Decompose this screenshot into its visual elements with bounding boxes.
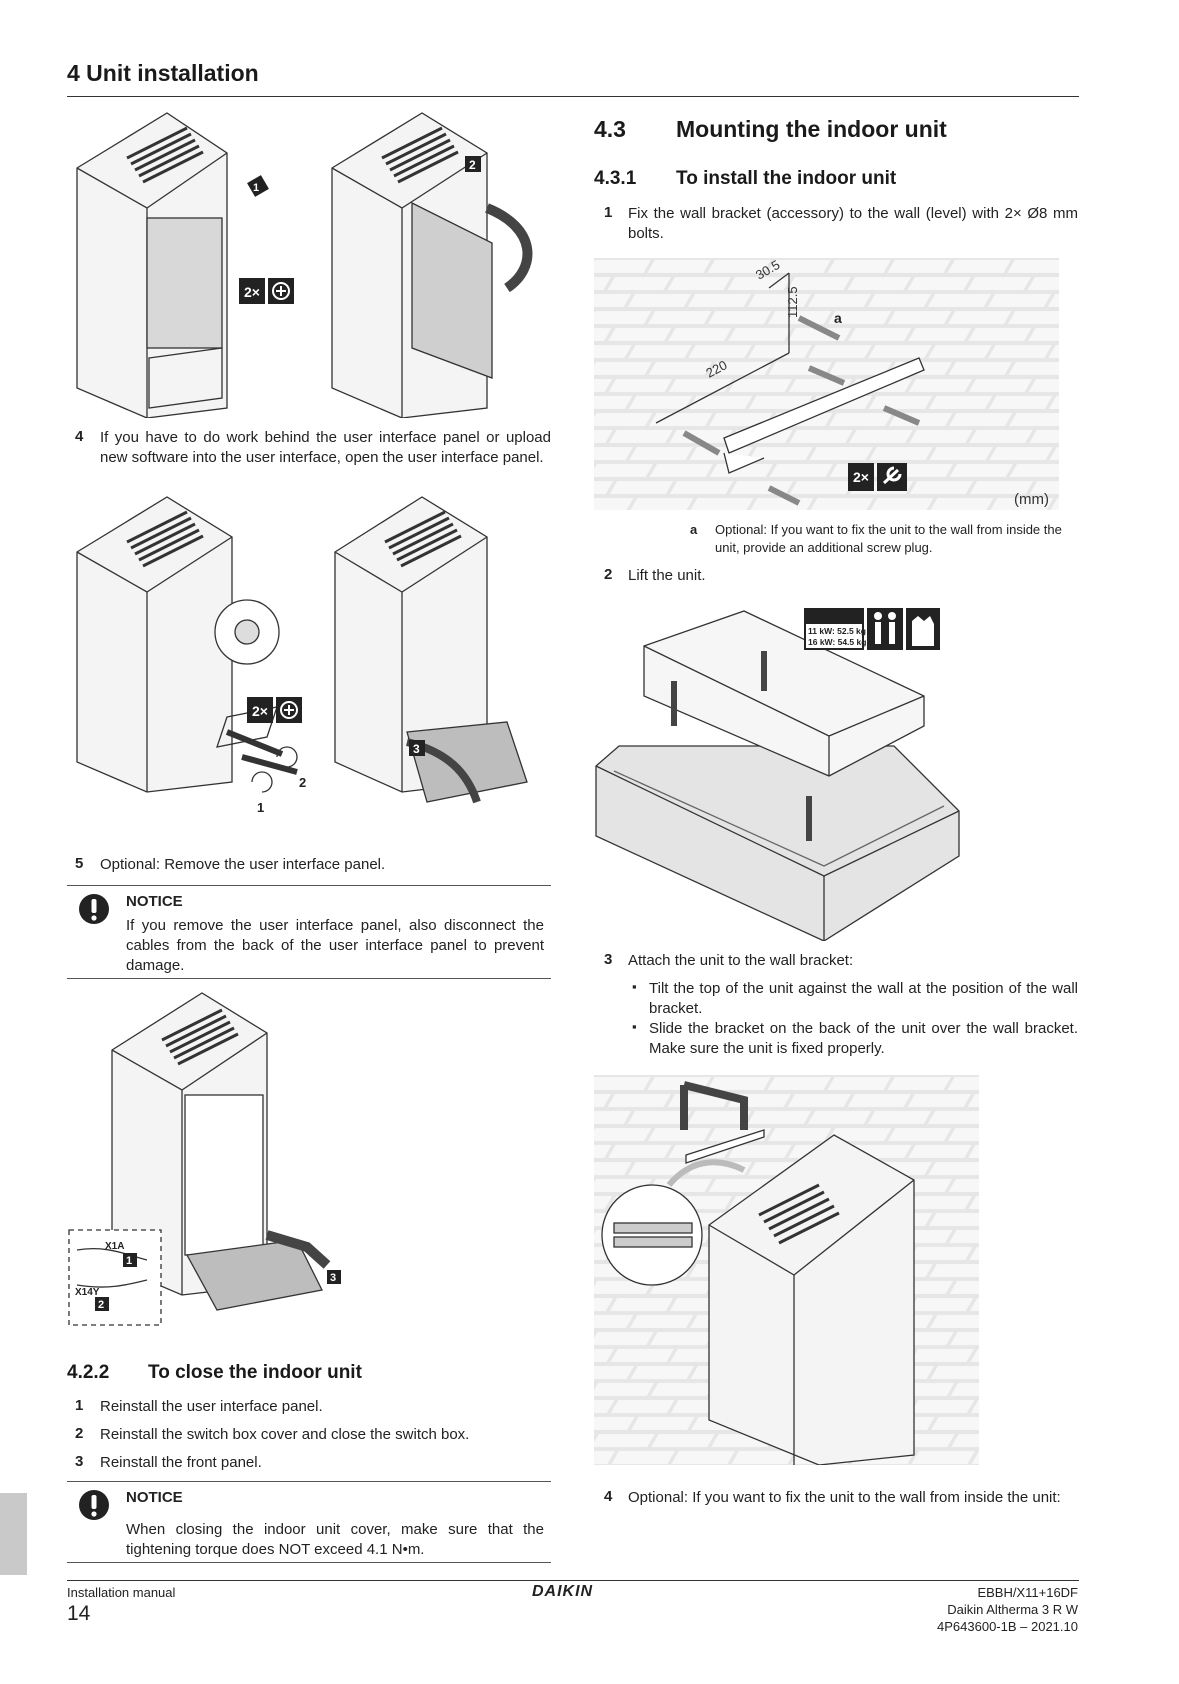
close-step-1-text: Reinstall the user interface panel.	[100, 1398, 323, 1415]
r-step-2-text: Lift the unit.	[628, 567, 706, 584]
section-4-2-2-title: To close the indoor unit	[148, 1362, 362, 1383]
fig3-marker-3: 3	[330, 1272, 336, 1284]
fig3-conn-x14y: X14Y	[75, 1287, 100, 1298]
footer-product: Daikin Altherma 3 R W	[947, 1602, 1078, 1617]
figure-lift-unit: 11 kW: 52.5 kg 16 kW: 54.5 kg	[594, 596, 964, 941]
section-4-3-number: 4.3	[594, 116, 626, 142]
section-4-3-title: Mounting the indoor unit	[676, 116, 947, 142]
bullet-marker: ▪	[632, 979, 637, 994]
footer-doc-number: 4P643600-1B – 2021.10	[937, 1619, 1078, 1634]
dim-112-5: 112.5	[785, 286, 800, 318]
step-4-text: If you have to do work behind the user i…	[100, 429, 551, 466]
notice-2-title: NOTICE	[126, 1489, 183, 1506]
figure-attach-unit	[594, 1075, 979, 1465]
footer-rule	[67, 1580, 1079, 1581]
exclamation-icon	[79, 894, 109, 924]
fig3-conn-x1a: X1A	[105, 1241, 124, 1252]
r-step-1-number: 1	[604, 204, 613, 221]
fig2-arrow-2: 2	[299, 775, 306, 790]
step-5-number: 5	[75, 855, 84, 872]
notice-1-title: NOTICE	[126, 893, 183, 910]
r-step-3-text: Attach the unit to the wall bracket:	[628, 952, 854, 969]
r-step-2-number: 2	[604, 566, 613, 583]
figure-front-panel-removal: 2× 1 2	[67, 108, 547, 418]
caption-a-letter: a	[690, 522, 698, 537]
bullet-1-text: Tilt the top of the unit against the wal…	[649, 980, 1078, 1017]
footer-brand-logo: DAIKIN	[532, 1583, 594, 1600]
figure-disconnect-cables: X1A X14Y 1 2 3	[67, 985, 357, 1330]
exclamation-icon	[79, 1490, 109, 1520]
notice-1-top-rule	[67, 885, 551, 886]
close-step-2-number: 2	[75, 1425, 84, 1442]
chapter-title: 4 Unit installation	[67, 60, 259, 86]
caption-a-text: Optional: If you want to fix the unit to…	[715, 522, 1062, 555]
fig1-count: 2×	[244, 284, 260, 300]
step-5-text: Optional: Remove the user interface pane…	[100, 856, 386, 873]
r-step-4-number: 4	[604, 1488, 613, 1505]
section-4-3-1-number: 4.3.1	[594, 168, 637, 189]
chapter-rule	[67, 96, 1079, 97]
step-4-number: 4	[75, 428, 84, 445]
notice-2-top-rule	[67, 1481, 551, 1482]
fig3-marker-2: 2	[98, 1299, 104, 1311]
close-step-3-number: 3	[75, 1453, 84, 1470]
unit-mm: (mm)	[1014, 491, 1049, 508]
wall-count: 2×	[853, 469, 869, 485]
close-step-1-number: 1	[75, 1397, 84, 1414]
fig3-marker-1: 1	[126, 1255, 132, 1267]
bullet-marker: ▪	[632, 1019, 637, 1034]
figure-open-ui-panel: 2× 1 2 3	[67, 492, 547, 822]
notice-2-bottom-rule	[67, 1562, 551, 1563]
r-step-1-text: Fix the wall bracket (accessory) to the …	[628, 205, 1078, 242]
notice-1-text: If you remove the user interface panel, …	[126, 917, 544, 974]
r-step-3-number: 3	[604, 951, 613, 968]
footer-page-number: 14	[67, 1602, 91, 1625]
r-step-4-text: Optional: If you want to fix the unit to…	[628, 1489, 1061, 1506]
fig2-arrow-1: 1	[257, 800, 264, 815]
figure-wall-bracket: 30.5 112.5 220 a 2× (mm)	[594, 258, 1059, 510]
chapter-side-tab	[0, 1493, 27, 1575]
fig1-badge-2: 2	[469, 158, 476, 172]
notice-1-bottom-rule	[67, 978, 551, 979]
fig2-step-3: 3	[413, 742, 420, 756]
weight-16kw: 16 kW: 54.5 kg	[808, 637, 866, 647]
weight-11kw: 11 kW: 52.5 kg	[808, 626, 866, 636]
bullet-2-text: Slide the bracket on the back of the uni…	[649, 1020, 1078, 1057]
section-4-2-2-number: 4.2.2	[67, 1362, 110, 1383]
footer-manual: Installation manual	[67, 1585, 176, 1600]
notice-2-text: When closing the indoor unit cover, make…	[126, 1521, 544, 1558]
fig2-count: 2×	[252, 703, 268, 719]
close-step-2-text: Reinstall the switch box cover and close…	[100, 1426, 470, 1443]
section-4-3-1-title: To install the indoor unit	[676, 168, 897, 189]
close-step-3-text: Reinstall the front panel.	[100, 1454, 262, 1471]
footer-model: EBBH/X11+16DF	[977, 1585, 1078, 1600]
label-a: a	[834, 310, 842, 326]
fig1-badge-1: 1	[253, 182, 259, 194]
